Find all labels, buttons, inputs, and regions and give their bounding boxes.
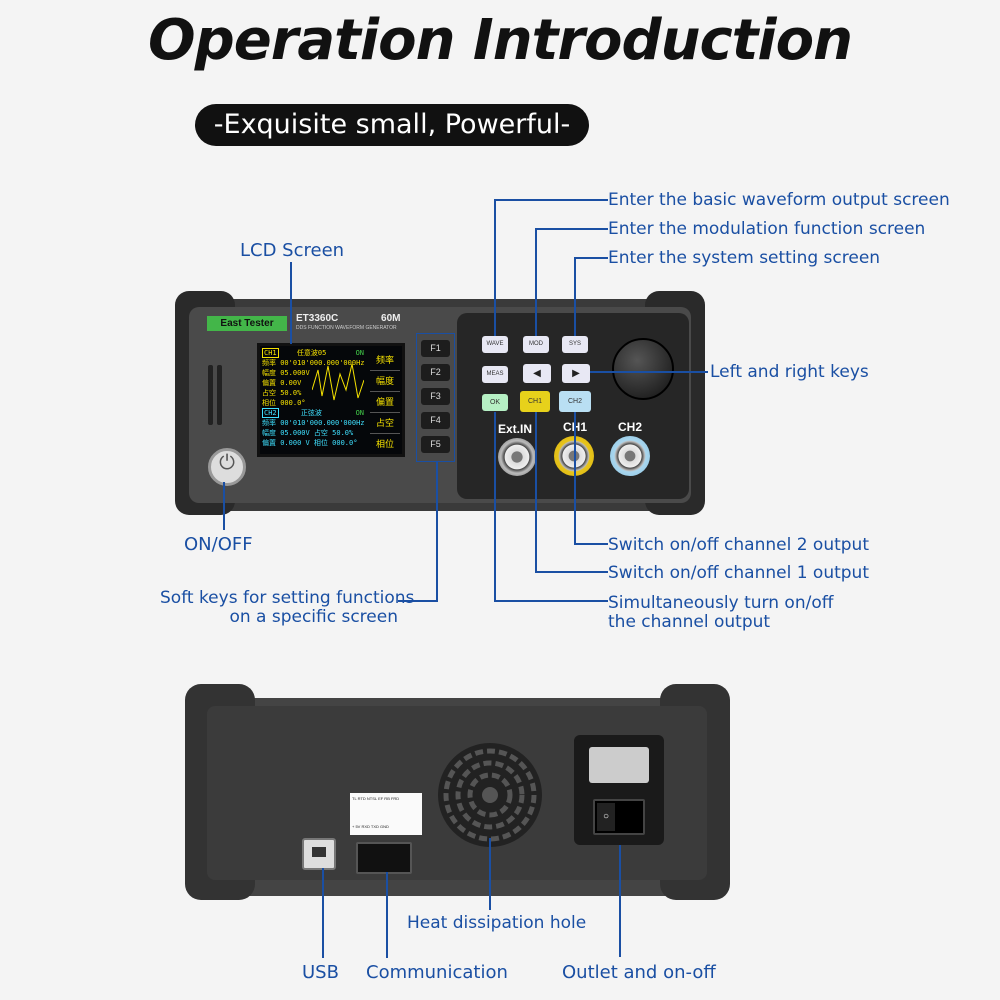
ch2-connector[interactable] [610, 436, 650, 476]
ch1-row: 幅度 05.000V [262, 369, 310, 377]
left-key[interactable]: ◀ [523, 364, 551, 383]
ok-button[interactable]: OK [482, 394, 508, 411]
ext-in-label: Ext.IN [498, 422, 533, 436]
sys-button[interactable]: SYS [562, 336, 588, 353]
ch1-tag: CH1 [262, 348, 279, 358]
model-description: DDS FUNCTION WAVEFORM GENERATOR [296, 325, 397, 331]
ch2-on: ON [355, 409, 364, 417]
comm-label-bottom: + 5V RXD TXD GND [352, 824, 389, 829]
communication-port[interactable] [356, 842, 412, 874]
ch1-row: 频率 00'010'000.000'000Hz [262, 359, 365, 367]
callout-usb: USB [302, 962, 339, 983]
callout-left-right: Left and right keys [710, 362, 869, 382]
ch1-row: 占空 50.0% [262, 389, 302, 397]
page-title: Operation Introduction [148, 8, 853, 73]
bandwidth: 60M [381, 313, 401, 324]
callout-mod: Enter the modulation function screen [608, 219, 926, 239]
rotary-knob[interactable] [612, 338, 674, 400]
callout-simultaneous-1: Simultaneously turn on/off [608, 593, 834, 613]
ch2-wave-title: 正弦波 [300, 409, 322, 417]
callout-outlet: Outlet and on-off [562, 962, 716, 983]
lcd-menu-item: 频率 [370, 350, 400, 371]
lcd-menu-item: 相位 [375, 439, 394, 449]
power-switch[interactable]: ○ [593, 799, 645, 835]
power-inlet-module: ○ [574, 735, 664, 845]
callout-simultaneous-2: the channel output [608, 612, 771, 632]
soft-key-f2[interactable]: F2 [421, 364, 450, 381]
model-label: ET3360C 60M [296, 313, 400, 324]
lcd-menu-item: 偏置 [370, 392, 400, 413]
soft-key-f1[interactable]: F1 [421, 340, 450, 357]
right-key[interactable]: ▶ [562, 364, 590, 383]
ch2-row: 频率 00'010'000.000'000Hz [262, 419, 365, 427]
subtitle-badge: -Exquisite small, Powerful- [195, 104, 589, 146]
ch1-button[interactable]: CH1 [520, 391, 550, 412]
ch1-wave-title: 任意波05 [296, 349, 327, 357]
power-icon: ⏻ [219, 452, 235, 474]
callout-lcd-screen: LCD Screen [240, 240, 345, 261]
waveform-preview [312, 363, 364, 401]
ch1-on: ON [355, 349, 364, 357]
callout-soft-keys-2: on a specific screen [229, 607, 398, 627]
brand-label: East Tester [207, 316, 287, 331]
comm-label-top: TL RTD NTSL EF RB FRD [352, 796, 400, 801]
callout-on-off: ON/OFF [184, 534, 253, 555]
mod-button[interactable]: MOD [523, 336, 549, 353]
soft-keys: F1 F2 F3 F4 F5 [416, 333, 455, 462]
ch2-row: 偏置 0.000 V 相位 000.0° [262, 439, 358, 447]
ch2-row: 幅度 05.000V 占空 50.0% [262, 429, 354, 437]
callout-wave: Enter the basic waveform output screen [608, 190, 950, 210]
callout-sys: Enter the system setting screen [608, 248, 881, 268]
wave-button[interactable]: WAVE [482, 336, 508, 353]
ch1-row: 偏置 0.00V [262, 379, 302, 387]
ext-in-connector[interactable] [498, 438, 536, 476]
fan-grill [438, 743, 542, 847]
ch2-button[interactable]: CH2 [559, 391, 591, 412]
model-name: ET3360C [296, 313, 339, 324]
lcd-screen: CH1 任意波05 ON 频率 00'010'000.000'000Hz 幅度 … [257, 343, 405, 457]
ch2-connector-label: CH2 [618, 420, 643, 434]
comm-label-sticker: TL RTD NTSL EF RB FRD + 5V RXD TXD GND [350, 793, 422, 835]
soft-key-f3[interactable]: F3 [421, 388, 450, 405]
power-outlet[interactable] [589, 747, 649, 783]
meas-button[interactable]: MEAS [482, 366, 508, 383]
ch2-tag: CH2 [262, 408, 279, 418]
callout-ch2-switch: Switch on/off channel 2 output [608, 535, 869, 555]
ch1-row: 相位 000.0° [262, 399, 306, 407]
callout-ch1-switch: Switch on/off channel 1 output [608, 563, 869, 583]
power-button[interactable]: ⏻ [208, 448, 246, 486]
usb-port[interactable] [302, 838, 336, 870]
lcd-menu-item: 占空 [370, 413, 400, 434]
soft-key-f5[interactable]: F5 [421, 436, 450, 453]
soft-key-f4[interactable]: F4 [421, 412, 450, 429]
lcd-menu-item: 幅度 [370, 371, 400, 392]
callout-heat-dissipation: Heat dissipation hole [407, 913, 587, 933]
callout-communication: Communication [366, 962, 508, 983]
callout-soft-keys-1: Soft keys for setting functions [160, 588, 415, 608]
